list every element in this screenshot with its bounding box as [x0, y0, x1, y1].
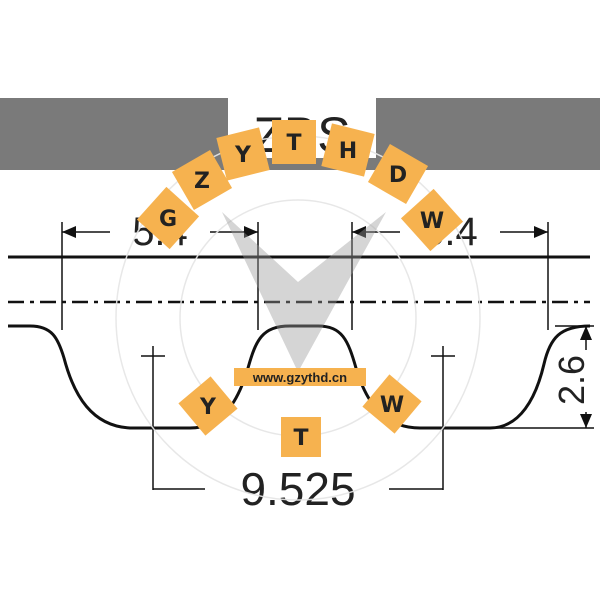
- tile-t-letter: T: [286, 131, 301, 156]
- tile-lower-y: Y: [178, 376, 238, 436]
- tile-z: Z: [171, 149, 233, 211]
- dimension-pitch-value: 9.525: [240, 463, 355, 515]
- tile-d: D: [367, 143, 429, 205]
- url-text: www.gzythd.cn: [252, 370, 347, 385]
- watermark-v-logo: [222, 212, 386, 372]
- tile-h: H: [321, 123, 375, 177]
- tile-h-letter: H: [339, 139, 357, 164]
- arc-tiles: G Z Y T H D W: [136, 120, 464, 252]
- tile-w-letter: W: [420, 209, 444, 234]
- tile-g-letter: G: [159, 207, 177, 232]
- tile-t: T: [272, 120, 316, 164]
- tooth-profile-curve: [8, 324, 591, 430]
- tile-g: G: [136, 186, 200, 250]
- tile-lower-t-letter: T: [293, 426, 308, 451]
- tile-lower-w: W: [362, 374, 422, 434]
- tile-w: W: [400, 188, 464, 252]
- tile-lower-w-letter: W: [380, 393, 404, 418]
- dimension-height: 2.6: [492, 325, 594, 429]
- url-banner: www.gzythd.cn: [234, 368, 366, 386]
- tile-y: Y: [216, 127, 270, 181]
- dimension-pitch: 9.525: [141, 346, 455, 515]
- tile-d-letter: D: [389, 163, 407, 188]
- tile-lower-y-letter: Y: [199, 395, 217, 420]
- lower-tiles: Y T W: [178, 374, 422, 457]
- tile-z-letter: Z: [194, 169, 210, 194]
- tile-y-letter: Y: [234, 143, 252, 168]
- tile-lower-t: T: [281, 417, 321, 457]
- dimension-height-value: 2.6: [551, 355, 592, 405]
